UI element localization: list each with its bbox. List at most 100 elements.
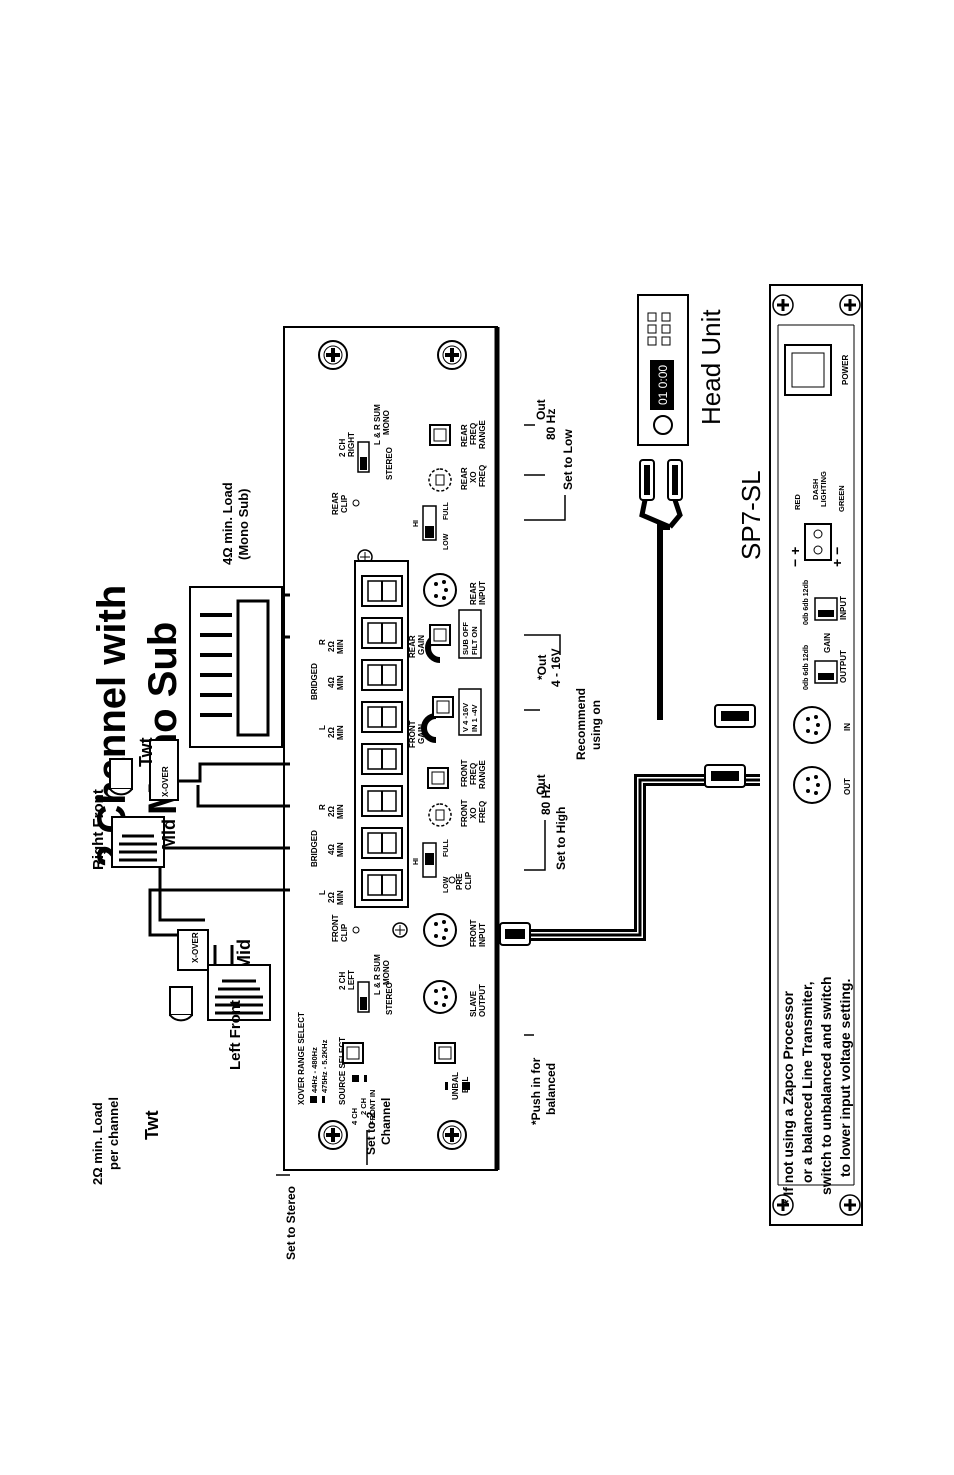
front-xo-freq-dial[interactable] [428, 803, 452, 827]
sp7-out-label: OUT [843, 778, 852, 795]
pre-clip-line2: CLIP [464, 871, 473, 890]
terminal-row [361, 575, 403, 901]
front-gain-knob[interactable] [421, 713, 437, 743]
rear-range-line3: RANGE [478, 419, 487, 449]
right-lrsum-label: L & R SUM [373, 404, 382, 445]
slave-output-line1: SLAVE [469, 990, 478, 1017]
speaker-terminal[interactable] [361, 785, 403, 817]
power-jack-icon[interactable] [784, 344, 832, 396]
sub-filt-line2: FILT ON [470, 626, 479, 655]
slave-output-jack[interactable] [423, 980, 457, 1014]
speaker-terminal[interactable] [361, 743, 403, 775]
left-midrange-icon [207, 964, 271, 1021]
voltage-line2: IN 1 -4V [470, 704, 479, 732]
sp7-chassis [769, 284, 863, 1226]
rear-xo-line3: FREQ [478, 465, 487, 487]
right-twt-label: Twt [136, 737, 156, 767]
speaker-terminal[interactable] [361, 869, 403, 901]
balanced-push-button-cap [438, 1046, 452, 1060]
speaker-terminal[interactable] [361, 575, 403, 607]
sp7-in-label: IN [843, 723, 852, 731]
right-mode-switch-knob [360, 457, 367, 470]
2ch-right-line1: 2 CH [338, 439, 347, 457]
sp7-minus-plus-top: − + [787, 547, 803, 567]
rear-xo-line2: XO [469, 471, 478, 483]
head-unit-display-text: 01 0:00 [656, 365, 670, 405]
set-2ch-line2: Channel [379, 1098, 393, 1145]
sp7-out-jack[interactable] [793, 766, 831, 804]
sp7-red-label: RED [793, 494, 802, 510]
sp7-in-jack[interactable] [793, 706, 831, 744]
ground-icon [392, 922, 408, 938]
source-2ch-label: 2 CH [359, 1098, 368, 1115]
screw-icon [437, 1120, 467, 1150]
front-full-label: FULL [443, 838, 450, 857]
speaker-terminal[interactable] [361, 659, 403, 691]
rear-filter-switch-knob [425, 526, 434, 538]
slave-output-line2: OUTPUT [478, 984, 487, 1017]
sub-filt-line1: SUB OFF [461, 622, 470, 655]
bal-swatch [462, 1082, 470, 1090]
left-front-speakers: 2Ω min. Load per channel Twt Mid X-OVER … [90, 929, 271, 1185]
speaker-terminal[interactable] [361, 617, 403, 649]
screw-icon [772, 294, 794, 316]
subwoofer: 4Ω min. Load (Mono Sub) [189, 482, 283, 748]
2ch-left-line1: 2 CH [338, 972, 347, 990]
volume-knob-icon[interactable] [653, 415, 673, 435]
annotations: Set to Stereo Set to 2 Channel *Push in … [276, 399, 603, 1260]
front-gain-line2: GAIN [417, 724, 426, 744]
power-terminal-block [804, 523, 832, 561]
front-bridged-min: MIN [336, 842, 345, 857]
footnote: * If not using a Zapco Processor or a ba… [780, 976, 853, 1205]
rear-right-2ohm: 2Ω [327, 641, 336, 652]
set-low-note: Set to Low [561, 429, 575, 490]
source-2ch-swatch [364, 1075, 367, 1082]
sp7-input-db: 0db 6db 12db [803, 580, 810, 625]
left-twt-label: Twt [142, 1110, 162, 1140]
set-high-note: Set to High [554, 807, 568, 870]
left-load-line1: 2Ω min. Load [90, 1102, 105, 1185]
rear-clip-led [352, 499, 360, 507]
left-load-line2: per channel [106, 1097, 121, 1170]
speaker-terminal[interactable] [361, 827, 403, 859]
rear-xo-line1: REAR [460, 467, 469, 490]
front-right-min: MIN [336, 804, 345, 819]
push-in-line2: balanced [544, 1063, 558, 1115]
speaker-terminal[interactable] [361, 701, 403, 733]
rear-bridged-min: MIN [336, 675, 345, 690]
rca-plug-icon [639, 459, 683, 501]
left-mid-label: Mid [234, 939, 254, 970]
front-left-2ohm: 2Ω [327, 892, 336, 903]
sub-filter-switch-box[interactable] [458, 609, 482, 659]
front-right-2ohm: 2Ω [327, 806, 336, 817]
front-range-line1: FRONT [460, 759, 469, 787]
right-tweeter-icon [109, 758, 133, 796]
preset-buttons-icon[interactable] [647, 312, 671, 346]
voltage-switch-box[interactable] [458, 688, 482, 736]
left-xover-label: X-OVER [191, 932, 200, 963]
rear-input-jack[interactable] [423, 573, 457, 607]
rear-xo-freq-dial[interactable] [428, 468, 452, 492]
left-front-name: Left Front [227, 1000, 244, 1070]
front-clip-line1: FRONT [331, 914, 340, 942]
screw-icon [839, 1194, 861, 1216]
rear-bridged-4ohm: 4Ω [327, 677, 336, 688]
right-mono-label: MONO [382, 410, 391, 435]
screw-icon [437, 340, 467, 370]
rear-range-line1: REAR [460, 424, 469, 447]
voltage-out-note: *Out [535, 655, 549, 680]
unbal-swatch [445, 1082, 448, 1090]
2ch-left-line2: LEFT [347, 970, 356, 990]
sp7-dash-line2: LIGHTING [819, 471, 828, 507]
rear-hi-label: HI [413, 520, 420, 527]
right-midrange-icon [111, 816, 165, 868]
rear-mid-button-cap [433, 628, 447, 642]
sp7-power-label: POWER [841, 355, 850, 385]
sp7-dash-line1: DASH [811, 479, 820, 500]
footnote-line3: switch to unbalanced and switch [818, 976, 834, 1195]
sp7-input-label: INPUT [839, 596, 848, 620]
front-input-jack[interactable] [423, 913, 457, 947]
screw-icon [772, 1194, 794, 1216]
recommend-line1: Recommend [574, 688, 588, 760]
